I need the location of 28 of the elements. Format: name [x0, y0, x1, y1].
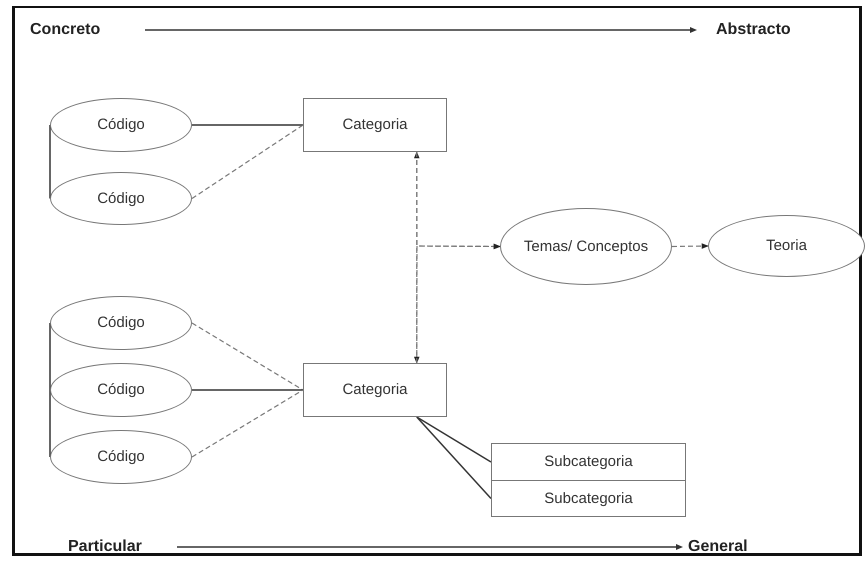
connector-line [49, 323, 51, 390]
arrow [672, 243, 709, 249]
ellipse-node: Código [50, 172, 192, 225]
rectangle-box: Categoria [303, 98, 447, 152]
rectangle-box: Subcategoria [491, 443, 686, 481]
connector-line [192, 389, 304, 458]
ellipse-node: Código [50, 296, 192, 350]
connector-line [192, 322, 304, 391]
rectangle-box: Categoria [303, 363, 447, 417]
connector-line [192, 124, 304, 199]
ellipse-node: Teoria [708, 215, 865, 277]
axis-label: Particular [68, 538, 142, 556]
arrow [414, 151, 420, 364]
connector-line [49, 390, 51, 457]
connector-line [416, 416, 492, 463]
connector-line [49, 125, 51, 198]
axis-label: Concreto [30, 21, 100, 39]
ellipse-node: Código [50, 98, 192, 152]
ellipse-node: Código [50, 430, 192, 484]
connector-line [192, 389, 303, 391]
arrow [416, 244, 501, 363]
axis-label: General [688, 538, 748, 556]
ellipse-node: Código [50, 363, 192, 417]
connector-line [416, 416, 492, 499]
axis-label: Abstracto [716, 21, 791, 39]
ellipse-node: Temas/ Conceptos [500, 208, 672, 285]
connector-line [192, 124, 303, 126]
rectangle-box: Subcategoria [491, 480, 686, 517]
